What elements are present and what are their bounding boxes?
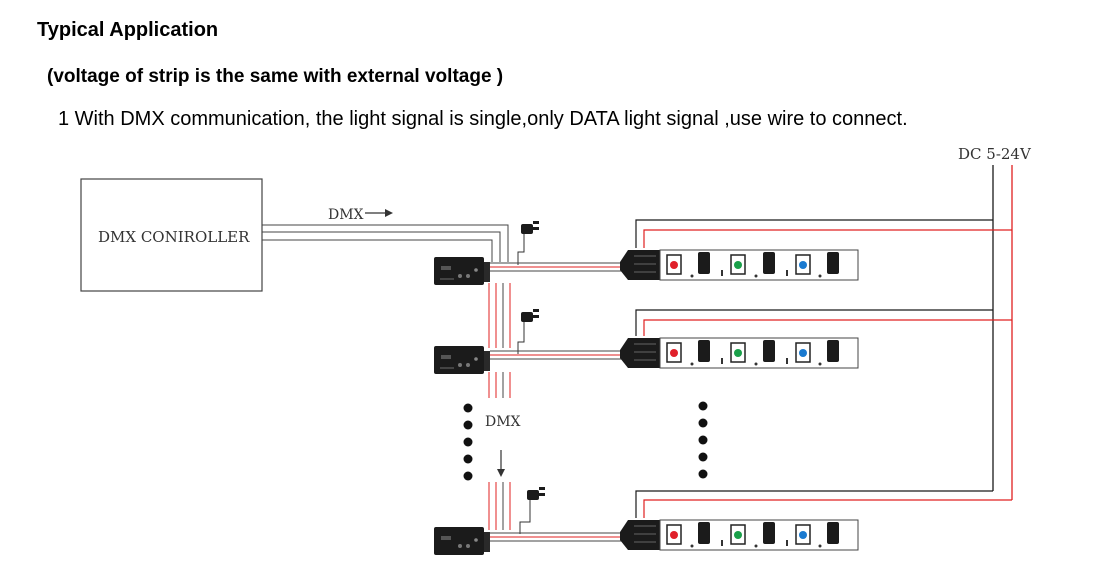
dmx-chain-wires-1-2 — [488, 283, 511, 348]
controller-dmx-wires — [262, 224, 509, 262]
decoder-3 — [434, 527, 490, 555]
dmx-controller-box — [80, 178, 263, 292]
page-subheading: (voltage of strip is the same with exter… — [47, 66, 504, 87]
led-strip-1 — [619, 249, 859, 281]
page-heading: Typical Application — [37, 19, 219, 41]
power-branch-row-3 — [635, 490, 1012, 518]
power-branch-row-1 — [635, 219, 1012, 248]
dmx-arrow-right-head — [385, 209, 393, 217]
power-supply-label: DC 5-24V — [958, 145, 1032, 163]
data-wires-row-3 — [490, 532, 622, 542]
dmx-controller-label: DMX CONIROLLER — [98, 228, 250, 246]
power-plug-3 — [519, 487, 545, 534]
data-wires-row-2 — [490, 350, 622, 360]
power-plug-1 — [517, 221, 539, 265]
ellipsis-dots-strips — [698, 401, 708, 479]
ellipsis-dots-decoders — [463, 403, 473, 481]
dmx-label-middle: DMX — [485, 414, 521, 430]
data-wires-row-1 — [490, 262, 622, 272]
dmx-arrow-down-head — [497, 469, 505, 477]
decoder-2 — [434, 346, 490, 374]
power-plug-2 — [517, 309, 539, 354]
instruction-text: 1 With DMX communication, the light sign… — [58, 108, 908, 130]
led-strip-2 — [619, 337, 859, 369]
dmx-label-top: DMX — [328, 207, 364, 223]
led-strip-3 — [619, 519, 859, 551]
dmx-chain-wires-break-3 — [488, 482, 511, 530]
power-branch-row-2 — [635, 309, 1012, 336]
dmx-chain-wires-2-break — [488, 372, 511, 398]
decoder-1 — [434, 257, 490, 285]
